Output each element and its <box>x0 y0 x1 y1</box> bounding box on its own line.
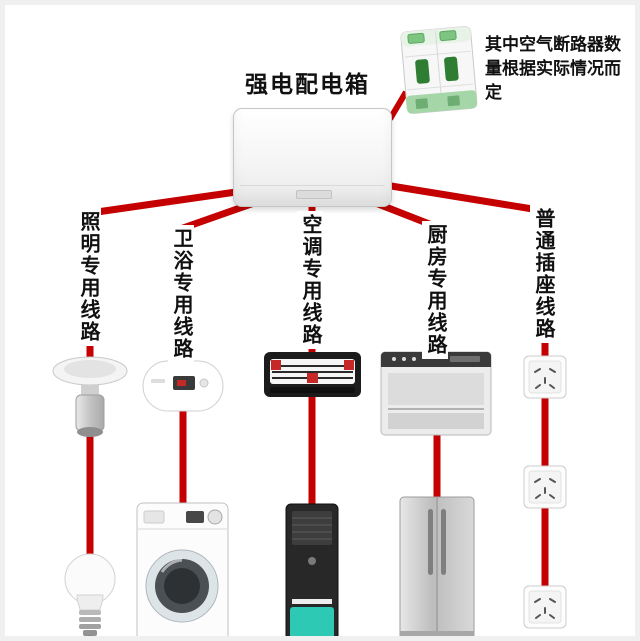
panel-title: 强电配电箱 <box>245 71 370 97</box>
wall-socket-icon <box>523 585 567 629</box>
breaker-note: 其中空气断路器数量根据实际情况而定 <box>485 35 621 103</box>
ceiling-lamp-icon <box>52 356 128 437</box>
distribution-box-latch <box>295 190 332 199</box>
circuit-label-sockets: 普通插座线路 <box>530 205 556 343</box>
light-bulb-icon <box>64 553 116 636</box>
cabinet-ac-tower-icon <box>285 503 339 636</box>
distribution-box-icon <box>233 108 392 207</box>
wall-socket-icon <box>523 465 567 509</box>
water-heater-icon <box>142 360 224 412</box>
wall-socket-icon <box>523 355 567 399</box>
wire-breaker-link <box>387 90 409 121</box>
circuit-label-bathroom: 卫浴专用线路 <box>168 225 194 363</box>
circuit-label-lighting: 照明专用线路 <box>75 208 101 346</box>
dishwasher-icon <box>380 351 492 436</box>
air-circuit-breaker-icon <box>400 26 478 114</box>
refrigerator-icon <box>399 496 475 636</box>
wall-ac-unit-icon <box>264 352 361 397</box>
distribution-box-seam <box>240 185 385 186</box>
circuit-label-kitchen: 厨房专用线路 <box>422 221 448 359</box>
washing-machine-icon <box>136 502 229 636</box>
circuit-label-ac: 空调专用线路 <box>297 211 323 349</box>
